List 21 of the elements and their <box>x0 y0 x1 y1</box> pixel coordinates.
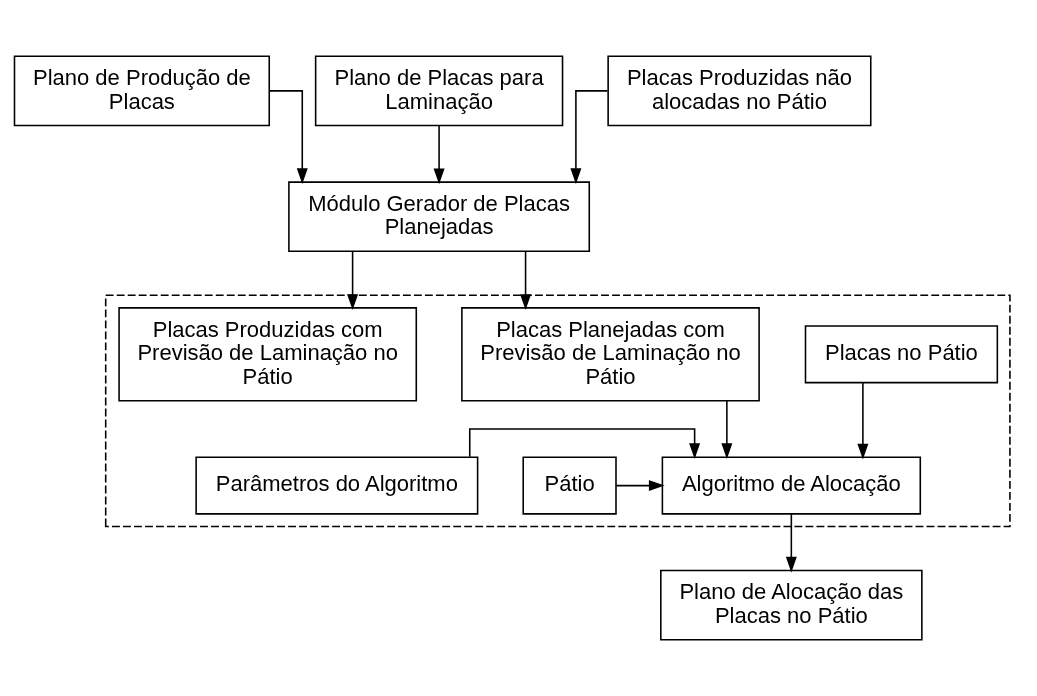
node-box: Módulo Gerador de Placas Planejadas <box>288 181 591 253</box>
arrow <box>520 250 532 310</box>
arrow <box>857 382 869 460</box>
arrow <box>570 90 609 185</box>
node-box: Plano de Produção de Placas <box>13 55 271 127</box>
arrow <box>347 250 359 310</box>
arrow <box>433 125 445 185</box>
arrow <box>721 400 733 460</box>
arrow <box>615 480 665 492</box>
node-box: Pátio <box>522 456 617 515</box>
arrow <box>785 513 797 573</box>
node-box: Parâmetros do Algoritmo <box>195 456 479 515</box>
node-box: Placas Produzidas com Previsão de Laminação no Pátio <box>118 307 418 402</box>
arrow <box>468 428 701 459</box>
node-box: Plano de Placas para Laminação <box>314 55 564 127</box>
arrow <box>269 90 308 185</box>
node-box: Plano de Alocação das Placas no Pátio <box>660 569 923 641</box>
node-box: Placas Produzidas não alocadas no Pátio <box>607 55 872 127</box>
node-box: Placas Planejadas com Previsão de Laminação no Pátio <box>461 307 760 402</box>
node-box: Algoritmo de Alocação <box>661 456 922 515</box>
node-box: Placas no Pátio <box>804 325 999 384</box>
